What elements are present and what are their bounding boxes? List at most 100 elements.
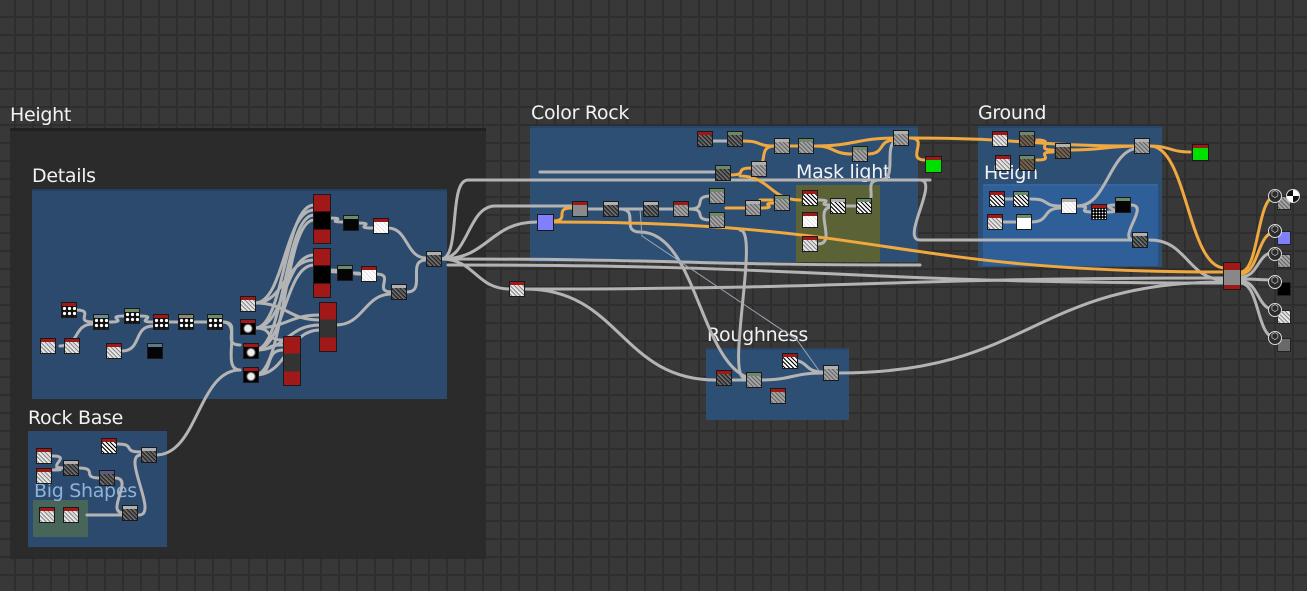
graph-node[interactable]	[1091, 204, 1107, 220]
graph-node[interactable]	[343, 215, 359, 231]
graph-node[interactable]	[751, 161, 767, 177]
graph-node[interactable]	[240, 319, 256, 335]
graph-node[interactable]	[147, 343, 163, 359]
graph-node[interactable]	[643, 201, 659, 217]
graph-node[interactable]	[124, 308, 140, 324]
output-blend-node[interactable]	[1223, 262, 1241, 290]
cube-icon[interactable]: ⬡	[1268, 331, 1282, 345]
graph-node[interactable]	[770, 388, 786, 404]
graph-node[interactable]	[509, 281, 525, 297]
wire[interactable]	[816, 205, 834, 246]
wire[interactable]	[865, 138, 898, 156]
graph-node[interactable]	[373, 218, 389, 234]
wire[interactable]	[1068, 144, 1142, 152]
graph-node[interactable]	[709, 188, 725, 204]
graph-node[interactable]	[61, 302, 77, 318]
checker-icon[interactable]	[1286, 189, 1300, 203]
wire[interactable]	[523, 287, 718, 382]
wire[interactable]	[328, 216, 345, 224]
graph-node[interactable]	[745, 200, 761, 216]
wire[interactable]	[1029, 206, 1063, 224]
graph-node[interactable]	[727, 131, 743, 147]
wire[interactable]	[687, 207, 713, 222]
wire[interactable]	[523, 276, 1227, 291]
wire[interactable]	[374, 272, 394, 294]
wire[interactable]	[1035, 138, 1055, 152]
wire[interactable]	[446, 263, 1227, 285]
wire[interactable]	[908, 136, 927, 162]
cube-icon[interactable]: ⬡	[1268, 247, 1282, 261]
graph-node[interactable]	[852, 146, 868, 162]
wire[interactable]	[728, 166, 754, 177]
graph-node[interactable]	[802, 190, 818, 206]
graph-node[interactable]	[1055, 143, 1071, 159]
wire[interactable]	[1106, 203, 1117, 214]
wire[interactable]	[439, 257, 512, 291]
graph-node[interactable]	[1019, 131, 1035, 147]
graph-node[interactable]	[802, 212, 818, 228]
graph-node[interactable]	[893, 130, 909, 146]
graph-node[interactable]	[995, 155, 1011, 171]
graph-node[interactable]	[391, 284, 407, 300]
graph-node[interactable]	[63, 507, 79, 523]
wire[interactable]	[154, 368, 242, 457]
wire[interactable]	[108, 314, 126, 324]
graph-node[interactable]	[93, 314, 109, 330]
graph-node[interactable]	[36, 468, 52, 484]
wire[interactable]	[687, 194, 713, 211]
graph-node[interactable]	[856, 198, 872, 214]
graph-node[interactable]	[101, 438, 117, 454]
wire[interactable]	[816, 198, 834, 207]
wire[interactable]	[77, 466, 102, 480]
wire[interactable]	[356, 221, 374, 230]
graph-node[interactable]	[63, 460, 79, 476]
wire[interactable]	[253, 208, 316, 305]
graph-node[interactable]	[64, 338, 80, 354]
wire[interactable]	[738, 174, 802, 202]
cube-icon[interactable]: ⬡	[1268, 275, 1282, 289]
graph-node[interactable]	[774, 138, 790, 154]
wire[interactable]	[334, 292, 394, 327]
graph-node[interactable]	[989, 191, 1005, 207]
graph-node[interactable]	[716, 370, 732, 386]
wire[interactable]	[350, 271, 364, 276]
graph-node[interactable]	[823, 365, 839, 381]
graph-node[interactable]	[1061, 198, 1077, 214]
graph-node[interactable]	[39, 507, 55, 523]
graph-node[interactable]	[1016, 214, 1032, 230]
graph-node[interactable]	[122, 505, 138, 521]
wire[interactable]	[133, 453, 147, 517]
wire[interactable]	[1148, 144, 1227, 270]
wire[interactable]	[328, 268, 340, 274]
wire[interactable]	[253, 218, 316, 377]
graph-node[interactable]	[36, 448, 52, 464]
wire[interactable]	[253, 301, 322, 322]
graph-node[interactable]	[207, 314, 223, 330]
blend-node[interactable]	[313, 248, 331, 298]
graph-node[interactable]	[709, 212, 725, 228]
wire[interactable]	[113, 476, 126, 515]
wire[interactable]	[253, 263, 316, 352]
wire[interactable]	[115, 442, 143, 454]
wire[interactable]	[253, 203, 316, 330]
wire[interactable]	[386, 226, 428, 260]
normal-color-node[interactable]	[537, 214, 554, 231]
wire[interactable]	[1029, 197, 1063, 208]
graph-node[interactable]	[987, 214, 1003, 230]
blend-node[interactable]	[313, 194, 331, 244]
blend-node[interactable]	[319, 302, 337, 352]
graph-node[interactable]	[1019, 155, 1035, 171]
graph-node[interactable]	[99, 470, 115, 486]
graph-node[interactable]	[1134, 138, 1150, 154]
graph-node[interactable]	[178, 314, 194, 330]
graph-node[interactable]	[697, 131, 713, 147]
graph-node[interactable]	[337, 265, 353, 281]
cube-icon[interactable]: ⬡	[1268, 189, 1282, 203]
graph-node[interactable]	[802, 236, 818, 252]
frame-big-shapes[interactable]: Big Shapes	[33, 480, 137, 537]
graph-node[interactable]	[715, 165, 731, 181]
wire[interactable]	[1127, 203, 1139, 242]
wire[interactable]	[253, 326, 285, 342]
graph-node[interactable]	[673, 201, 689, 217]
